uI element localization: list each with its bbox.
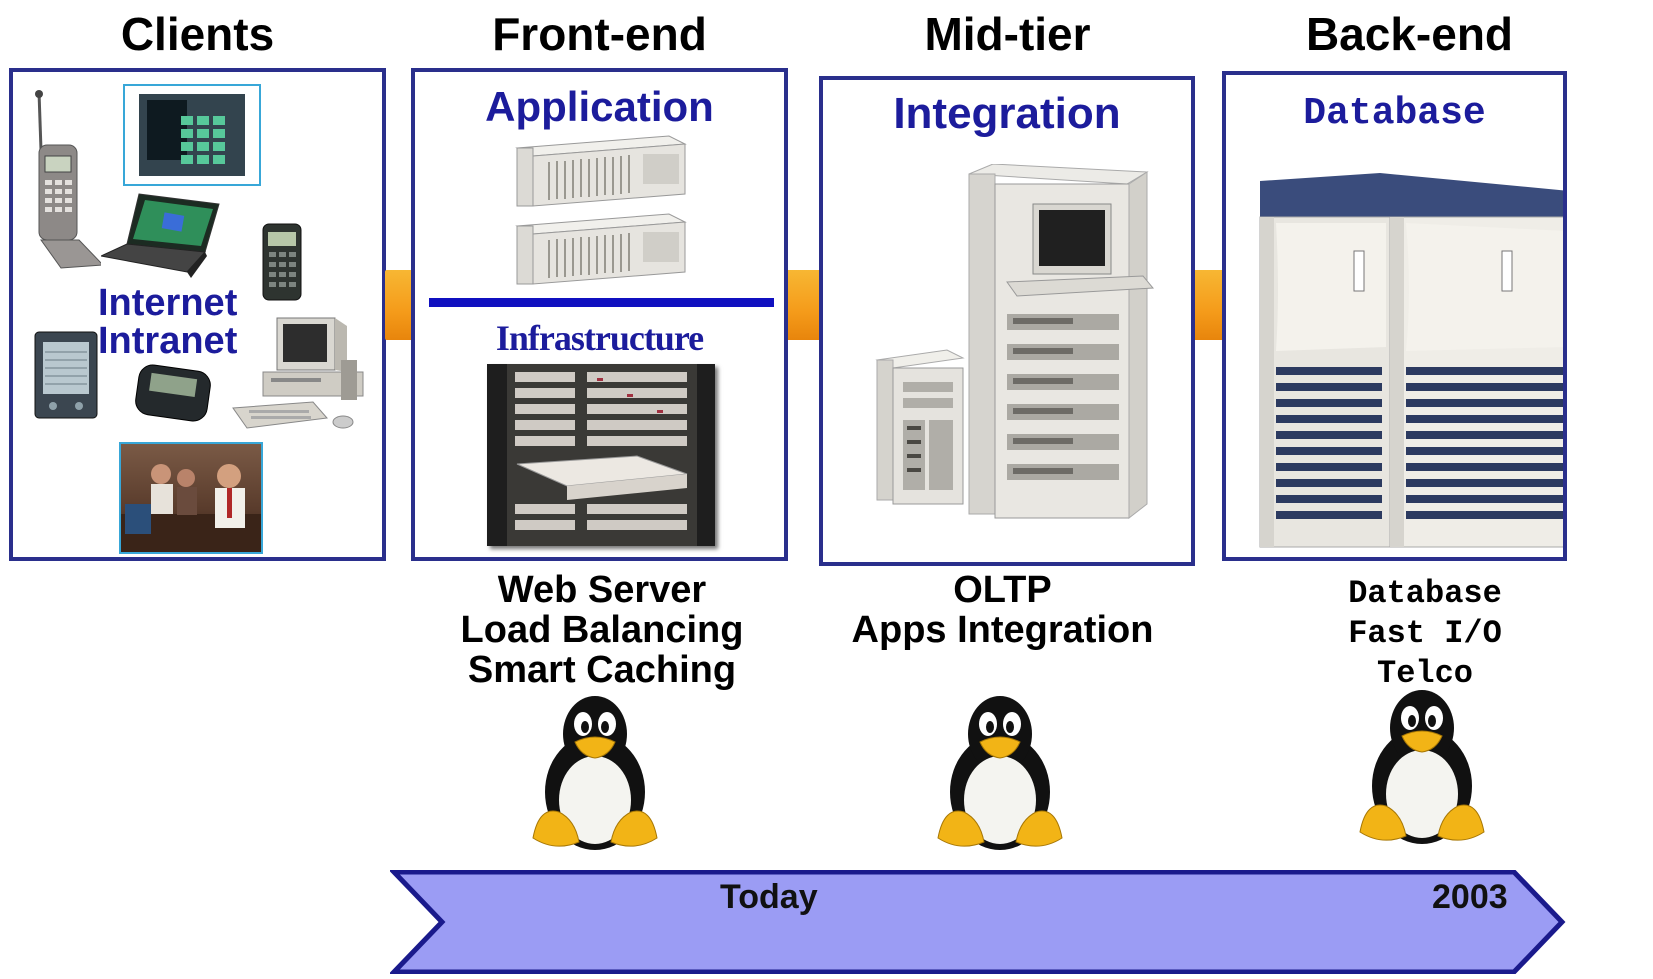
server-icon xyxy=(515,213,687,285)
connector-clients-frontend xyxy=(385,270,413,340)
midtier-panel: Integration xyxy=(819,76,1195,566)
laptop-icon xyxy=(101,193,220,278)
timeline-arrow: Today 2003 xyxy=(388,869,1570,975)
tux-penguin-icon xyxy=(532,696,658,850)
caption-fast-io: Fast I/O xyxy=(1348,615,1502,652)
timeline-end-label: 2003 xyxy=(1432,878,1508,916)
pda-icon xyxy=(34,331,98,419)
rack-icon xyxy=(875,164,1155,520)
atm-keypad-photo xyxy=(123,84,261,186)
clients-panel: Internet Intranet xyxy=(9,68,386,561)
infrastructure-label: Infrastructure xyxy=(495,318,704,358)
tux-penguin-icon xyxy=(1359,690,1485,844)
section-divider xyxy=(429,298,774,307)
caption-load-balancing: Load Balancing xyxy=(460,609,744,651)
mobile-phone-icon xyxy=(35,90,101,269)
column-title-midtier: Mid-tier xyxy=(924,8,1091,60)
database-server-icon xyxy=(1259,173,1563,548)
frontend-captions: Web Server Load Balancing Smart Caching xyxy=(412,570,792,690)
caption-telco: Telco xyxy=(1376,655,1473,692)
timeline-arrow-shape xyxy=(388,869,1566,975)
frontend-panel: Application Infrastructure xyxy=(411,68,788,561)
caption-database: Database xyxy=(1348,575,1502,612)
caption-apps-integration: Apps Integration xyxy=(851,609,1154,651)
network-label-intranet: Intranet xyxy=(98,320,238,362)
backend-captions: Database Fast I/O Telco xyxy=(1270,574,1580,694)
connector-frontend-midtier xyxy=(786,270,822,340)
column-title-clients: Clients xyxy=(120,8,275,60)
timeline-start-label: Today xyxy=(720,878,818,916)
caption-web-server: Web Server xyxy=(497,569,707,611)
network-label: Internet Intranet xyxy=(98,284,237,360)
application-label: Application xyxy=(485,83,714,130)
pager-icon xyxy=(135,364,211,422)
database-label: Database xyxy=(1303,92,1486,135)
office-meeting-photo xyxy=(119,442,263,554)
caption-smart-caching: Smart Caching xyxy=(467,649,737,691)
column-title-backend: Back-end xyxy=(1305,8,1514,60)
server-icon xyxy=(515,135,687,207)
backend-panel: Database xyxy=(1222,71,1567,561)
handheld-phone-icon xyxy=(262,223,302,301)
network-label-internet: Internet xyxy=(98,282,238,324)
caption-oltp: OLTP xyxy=(953,569,1052,611)
integration-label: Integration xyxy=(893,89,1121,138)
desktop-computer-icon xyxy=(232,317,364,429)
rack-servers-photo xyxy=(487,364,715,546)
connector-midtier-backend xyxy=(1192,270,1226,340)
midtier-captions: OLTP Apps Integration xyxy=(815,570,1190,650)
column-title-frontend: Front-end xyxy=(492,8,707,60)
tux-penguin-icon xyxy=(937,696,1063,850)
